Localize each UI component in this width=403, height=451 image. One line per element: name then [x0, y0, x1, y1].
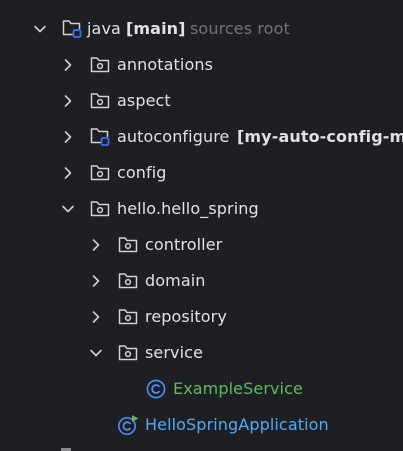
tree-row-autoconfigure[interactable]: autoconfigure [my-auto-config-mo	[0, 119, 403, 155]
source-root-folder-icon	[61, 17, 83, 39]
package-folder-icon	[117, 306, 139, 328]
tree-label-java: java	[87, 19, 121, 38]
tree-label-controller: controller	[145, 235, 223, 254]
chevron-down-icon[interactable]	[89, 346, 103, 360]
chevron-right-icon[interactable]	[61, 94, 75, 108]
tree-row-hello-hello-spring[interactable]: hello.hello_spring	[0, 191, 403, 227]
tree-row-controller[interactable]: controller	[0, 227, 403, 263]
tree-label-domain: domain	[145, 271, 206, 290]
package-folder-icon	[117, 342, 139, 364]
tree-label-config: config	[117, 163, 167, 182]
tree-label-hello-hello-spring: hello.hello_spring	[117, 199, 259, 218]
sources-root-hint: sources root	[190, 19, 290, 38]
module-tag-autoconfig: [my-auto-config-mo	[237, 127, 403, 146]
tree-label-annotations: annotations	[117, 55, 214, 74]
chevron-right-icon[interactable]	[61, 58, 75, 72]
chevron-down-icon[interactable]	[61, 202, 75, 216]
tree-label-aspect: aspect	[117, 91, 171, 110]
tree-row-java[interactable]: java [main] sources root	[0, 11, 403, 47]
tree-row-domain[interactable]: domain	[0, 263, 403, 299]
tree-label-service: service	[145, 343, 204, 362]
tree-label-hello-spring-application: HelloSpringApplication	[145, 415, 329, 434]
tree-label-autoconfigure: autoconfigure	[117, 127, 230, 146]
tree-label-repository: repository	[145, 307, 227, 326]
module-tag-main: [main]	[126, 19, 186, 38]
module-folder-icon	[89, 125, 111, 147]
tree-label-example-service: ExampleService	[173, 379, 303, 398]
tree-row-config[interactable]: config	[0, 155, 403, 191]
tree-row-partial	[0, 443, 403, 451]
chevron-down-icon[interactable]	[33, 22, 47, 36]
package-folder-icon	[89, 198, 111, 220]
chevron-right-icon[interactable]	[61, 130, 75, 144]
tree-row-annotations[interactable]: annotations	[0, 47, 403, 83]
chevron-down-icon	[61, 448, 71, 451]
package-folder-icon	[117, 270, 139, 292]
package-folder-icon	[89, 54, 111, 76]
chevron-right-icon[interactable]	[89, 238, 103, 252]
class-icon	[145, 378, 167, 400]
package-folder-icon	[89, 90, 111, 112]
package-folder-icon	[117, 234, 139, 256]
package-folder-icon	[89, 162, 111, 184]
tree-row-hello-spring-application[interactable]: HelloSpringApplication	[0, 407, 403, 443]
chevron-right-icon[interactable]	[89, 310, 103, 324]
chevron-right-icon[interactable]	[61, 166, 75, 180]
tree-row-example-service[interactable]: ExampleService	[0, 371, 403, 407]
chevron-right-icon[interactable]	[89, 274, 103, 288]
tree-row-aspect[interactable]: aspect	[0, 83, 403, 119]
spring-boot-app-icon	[117, 414, 139, 436]
tree-row-repository[interactable]: repository	[0, 299, 403, 335]
tree-row-service[interactable]: service	[0, 335, 403, 371]
